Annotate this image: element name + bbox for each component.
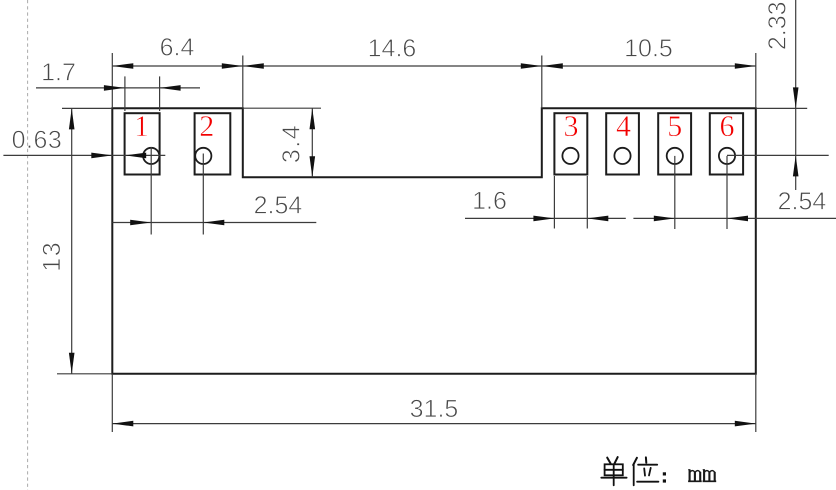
svg-text:3: 3	[564, 110, 579, 143]
svg-text:2.33: 2.33	[764, 1, 792, 50]
svg-text:5: 5	[667, 110, 682, 143]
svg-text:0.63: 0.63	[12, 126, 63, 154]
svg-text:1.6: 1.6	[472, 187, 507, 215]
svg-text:1: 1	[134, 110, 149, 143]
svg-text:4: 4	[616, 110, 631, 143]
svg-text:13: 13	[38, 241, 66, 272]
svg-text:2.54: 2.54	[254, 192, 303, 220]
svg-text:6.4: 6.4	[160, 34, 195, 62]
svg-text:3.4: 3.4	[278, 124, 306, 163]
svg-text:6: 6	[720, 110, 735, 143]
svg-text:2: 2	[199, 110, 214, 143]
svg-text:1.7: 1.7	[41, 59, 76, 87]
svg-text:14.6: 14.6	[368, 35, 417, 63]
svg-text:10.5: 10.5	[624, 35, 673, 63]
svg-text:31.5: 31.5	[410, 395, 459, 423]
svg-text:2.54: 2.54	[778, 188, 827, 216]
